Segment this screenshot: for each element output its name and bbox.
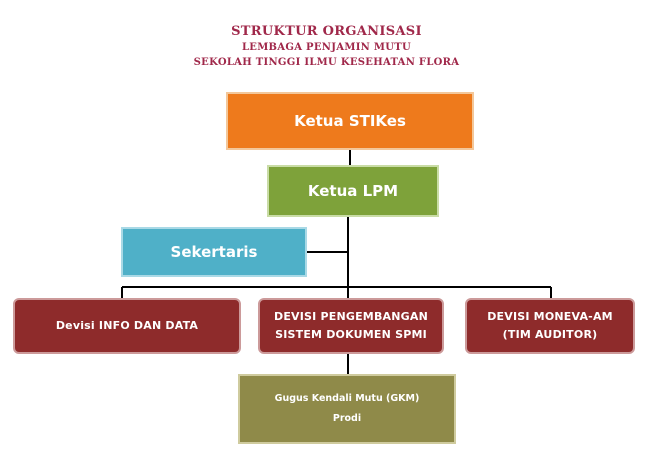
- division-moneva-label-line2: (TIM AUDITOR): [502, 328, 598, 341]
- sekretaris-label: Sekertaris: [170, 243, 258, 261]
- gugus-kendali-mutu-box: Gugus Kendali Mutu (GKM) Prodi: [238, 374, 456, 444]
- gugus-label-line1: Gugus Kendali Mutu (GKM): [274, 393, 420, 404]
- ketua-stikes-label: Ketua STIKes: [294, 112, 406, 130]
- division-info-data-box: Devisi INFO DAN DATA: [13, 298, 241, 354]
- division-pengembangan-label-line1: DEVISI PENGEMBANGAN: [273, 310, 429, 323]
- institution-name: SEKOLAH TINGGI ILMU KESEHATAN FLORA: [193, 57, 460, 68]
- division-info-data-label: Devisi INFO DAN DATA: [55, 319, 199, 332]
- ketua-lpm-box: Ketua LPM: [267, 165, 439, 217]
- division-pengembangan-label-line2: SISTEM DOKUMEN SPMI: [275, 328, 427, 341]
- division-moneva-box: DEVISI MONEVA-AM (TIM AUDITOR): [465, 298, 635, 354]
- gugus-label-line2: Prodi: [332, 413, 362, 424]
- org-chart-title: STRUKTUR ORGANISASI: [231, 24, 422, 39]
- division-pengembangan-box: DEVISI PENGEMBANGAN SISTEM DOKUMEN SPMI: [258, 298, 444, 354]
- ketua-lpm-label: Ketua LPM: [307, 182, 399, 200]
- ketua-stikes-box: Ketua STIKes: [226, 92, 474, 150]
- sekretaris-box: Sekertaris: [121, 227, 307, 277]
- division-moneva-label-line1: DEVISI MONEVA-AM: [487, 310, 613, 323]
- org-chart-subtitle: LEMBAGA PENJAMIN MUTU: [241, 42, 412, 53]
